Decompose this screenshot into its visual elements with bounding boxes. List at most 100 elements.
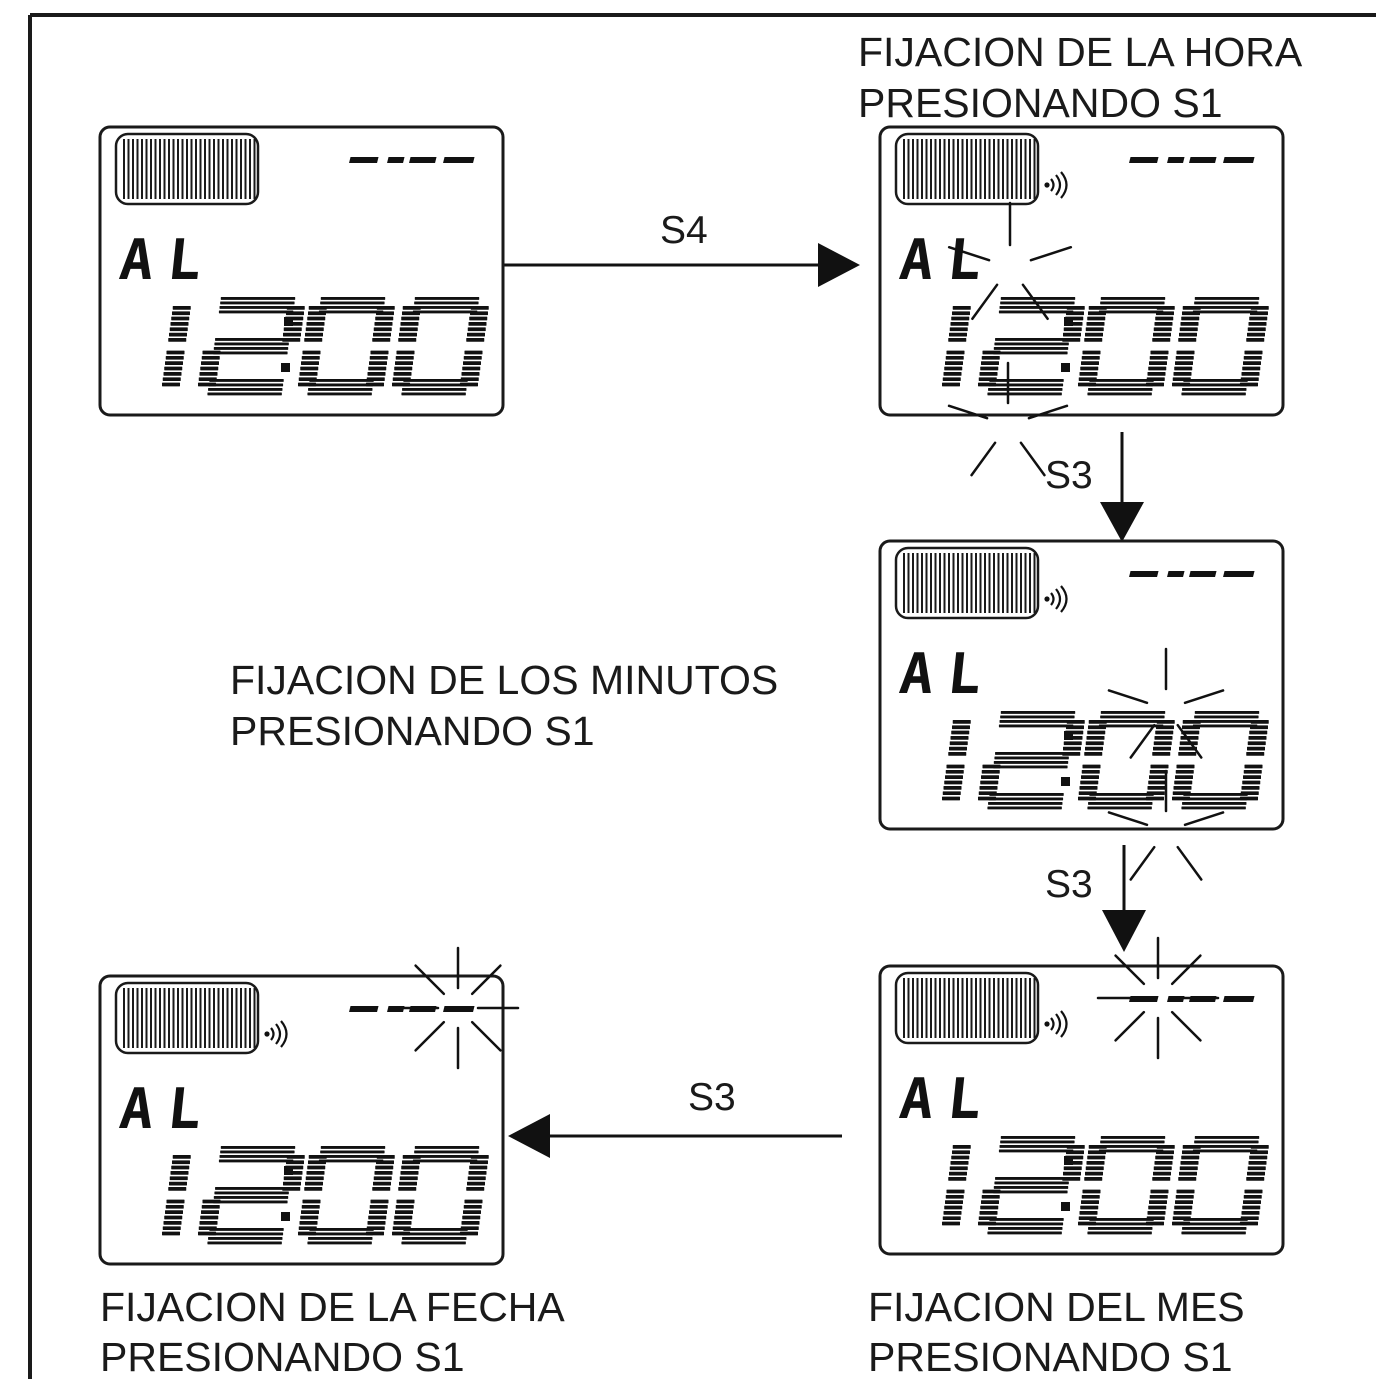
time-digit-minute-tens-segment-a xyxy=(1098,711,1166,728)
arrow-to-date: S3 xyxy=(508,1076,842,1158)
time-digit-minute-tens-segment-a xyxy=(1098,297,1166,314)
battery-icon xyxy=(894,546,1040,620)
time-digit-minute-tens-segment-e xyxy=(298,1199,321,1236)
caption-minutes-sub: PRESIONANDO S1 xyxy=(230,708,595,754)
time-digit-hour-tens-segment-c xyxy=(162,350,185,387)
time-digit-minute-tens-segment-a xyxy=(318,1146,386,1163)
lcd-display-initial: AL xyxy=(98,125,505,417)
lcd-display-month-setting: AL xyxy=(878,936,1285,1256)
caption-hour-sub: PRESIONANDO S1 xyxy=(858,80,1223,126)
date-dashes-display xyxy=(349,157,475,163)
time-digit-hour-ones-segment-a xyxy=(218,1146,296,1163)
time-digit-hour-tens-segment-b xyxy=(168,1155,191,1191)
time-digit-minute-tens xyxy=(298,1146,395,1245)
time-digit-minute-ones xyxy=(392,297,489,396)
time-digit-hour-ones-segment-g xyxy=(993,338,1070,355)
minutes-flash-top-icon xyxy=(1107,647,1225,759)
time-digit-minute-tens xyxy=(298,297,395,396)
time-digit-minute-ones-segment-d xyxy=(1181,1218,1248,1235)
time-digit-hour-ones-segment-a xyxy=(218,297,296,314)
time-digit-hour-ones-segment-g xyxy=(213,1187,290,1204)
time-digit-minute-ones-segment-e xyxy=(1172,764,1195,801)
time-digit-minute-tens-segment-e xyxy=(1078,1189,1101,1226)
time-digit-hour-tens xyxy=(942,720,971,801)
date-flash-icon xyxy=(396,946,520,1070)
alarm-mode-label: AL xyxy=(897,1067,999,1132)
time-digit-minute-tens-segment-d xyxy=(1087,1218,1154,1235)
speaker-waves-icon xyxy=(1044,171,1068,199)
time-digit-minute-ones-segment-e xyxy=(392,1199,415,1236)
speaker-waves-icon xyxy=(1044,1010,1068,1038)
time-digit-minute-ones-segment-f xyxy=(1178,720,1201,756)
time-digit-minute-tens-segment-a xyxy=(1098,1136,1166,1153)
time-digit-hour-ones-segment-g xyxy=(993,752,1070,769)
time-digit-hour-ones xyxy=(978,1136,1085,1235)
battery-icon xyxy=(114,132,260,206)
time-digit-minute-tens-segment-d xyxy=(307,379,374,396)
time-digit-hour-tens-segment-b xyxy=(168,306,191,342)
arrow-to-month-label: S3 xyxy=(1045,863,1093,906)
hour-flash-bottom-icon xyxy=(947,361,1069,477)
time-digit-minute-ones-segment-b xyxy=(466,306,489,342)
time-digit-minute-ones-segment-a xyxy=(1192,297,1260,314)
time-digit-minute-ones-segment-d xyxy=(401,1228,468,1245)
speaker-waves-icon xyxy=(264,1020,288,1048)
time-digit-minute-tens-segment-b xyxy=(1152,720,1175,756)
lcd-display-minutes-setting: AL xyxy=(878,539,1285,881)
time-digit-minute-ones-segment-e xyxy=(392,350,415,387)
speaker-waves-icon xyxy=(1044,585,1068,613)
time-digit-hour-tens-segment-c xyxy=(942,350,965,387)
time-digit-minute-ones-segment-e xyxy=(1172,1189,1195,1226)
caption-date-sub: PRESIONANDO S1 xyxy=(100,1334,465,1379)
date-dashes-display xyxy=(1129,157,1255,163)
time-digit-minute-tens-segment-f xyxy=(1084,720,1107,756)
time-colon xyxy=(1061,317,1073,372)
time-digit-minute-ones xyxy=(392,1146,489,1245)
time-digit-hour-ones-segment-e xyxy=(978,350,1001,387)
time-digit-minute-ones xyxy=(1172,711,1269,810)
time-digit-minute-ones-segment-f xyxy=(1178,1145,1201,1181)
time-digit-minute-tens-segment-f xyxy=(304,1155,327,1191)
battery-icon xyxy=(894,132,1040,206)
time-digit-minute-tens-segment-d xyxy=(1087,379,1154,396)
time-digit-minute-tens-segment-a xyxy=(318,297,386,314)
time-colon xyxy=(281,317,293,372)
time-digit-minute-ones-segment-a xyxy=(412,1146,480,1163)
arrow-to-date-label: S3 xyxy=(688,1076,736,1119)
time-digit-hour-ones-segment-g xyxy=(993,1177,1070,1194)
time-digit-minute-ones-segment-a xyxy=(1192,1136,1260,1153)
time-digit-minute-ones-segment-c xyxy=(1240,764,1263,801)
month-flash-icon xyxy=(1096,936,1220,1060)
time-digit-minute-ones-segment-b xyxy=(1246,1145,1269,1181)
time-digit-minute-ones-segment-a xyxy=(1192,711,1260,728)
time-digit-minute-tens-segment-f xyxy=(1084,1145,1107,1181)
time-digit-minute-tens-segment-e xyxy=(1078,764,1101,801)
arrow-to-hour: S4 xyxy=(502,209,860,287)
time-colon xyxy=(1061,1156,1073,1211)
arrow-to-minutes: S3 xyxy=(1045,432,1144,542)
time-digit-hour-ones-segment-d xyxy=(987,1218,1064,1235)
time-digit-hour-ones xyxy=(198,297,305,396)
time-digit-hour-tens-segment-c xyxy=(942,764,965,801)
time-digit-hour-ones-segment-e xyxy=(198,350,221,387)
time-digit-hour-ones-segment-d xyxy=(207,1228,284,1245)
time-digit-minute-ones-segment-d xyxy=(1181,793,1248,810)
time-digit-hour-tens-segment-c xyxy=(162,1199,185,1236)
lcd-display-hour-setting: AL xyxy=(878,125,1285,477)
time-digit-hour-ones-segment-a xyxy=(998,1136,1076,1153)
time-digit-minute-ones-segment-c xyxy=(1240,350,1263,387)
time-digit-minute-ones-segment-b xyxy=(1246,720,1269,756)
minutes-flash-bottom-icon xyxy=(1107,769,1225,881)
time-digit-hour-tens-segment-b xyxy=(948,306,971,342)
arrow-to-month: S3 xyxy=(1045,845,1146,952)
time-digit-minute-ones xyxy=(1172,1136,1269,1235)
battery-icon xyxy=(114,981,260,1055)
arrow-to-hour-label: S4 xyxy=(660,209,708,252)
time-digit-minute-tens-segment-b xyxy=(1152,1145,1175,1181)
time-digit-minute-tens-segment-f xyxy=(304,306,327,342)
time-digit-hour-tens-segment-c xyxy=(942,1189,965,1226)
time-digit-hour-ones-segment-e xyxy=(198,1199,221,1236)
caption-minutes: FIJACION DE LOS MINUTOS xyxy=(230,657,778,703)
time-digit-minute-tens xyxy=(1078,711,1175,810)
